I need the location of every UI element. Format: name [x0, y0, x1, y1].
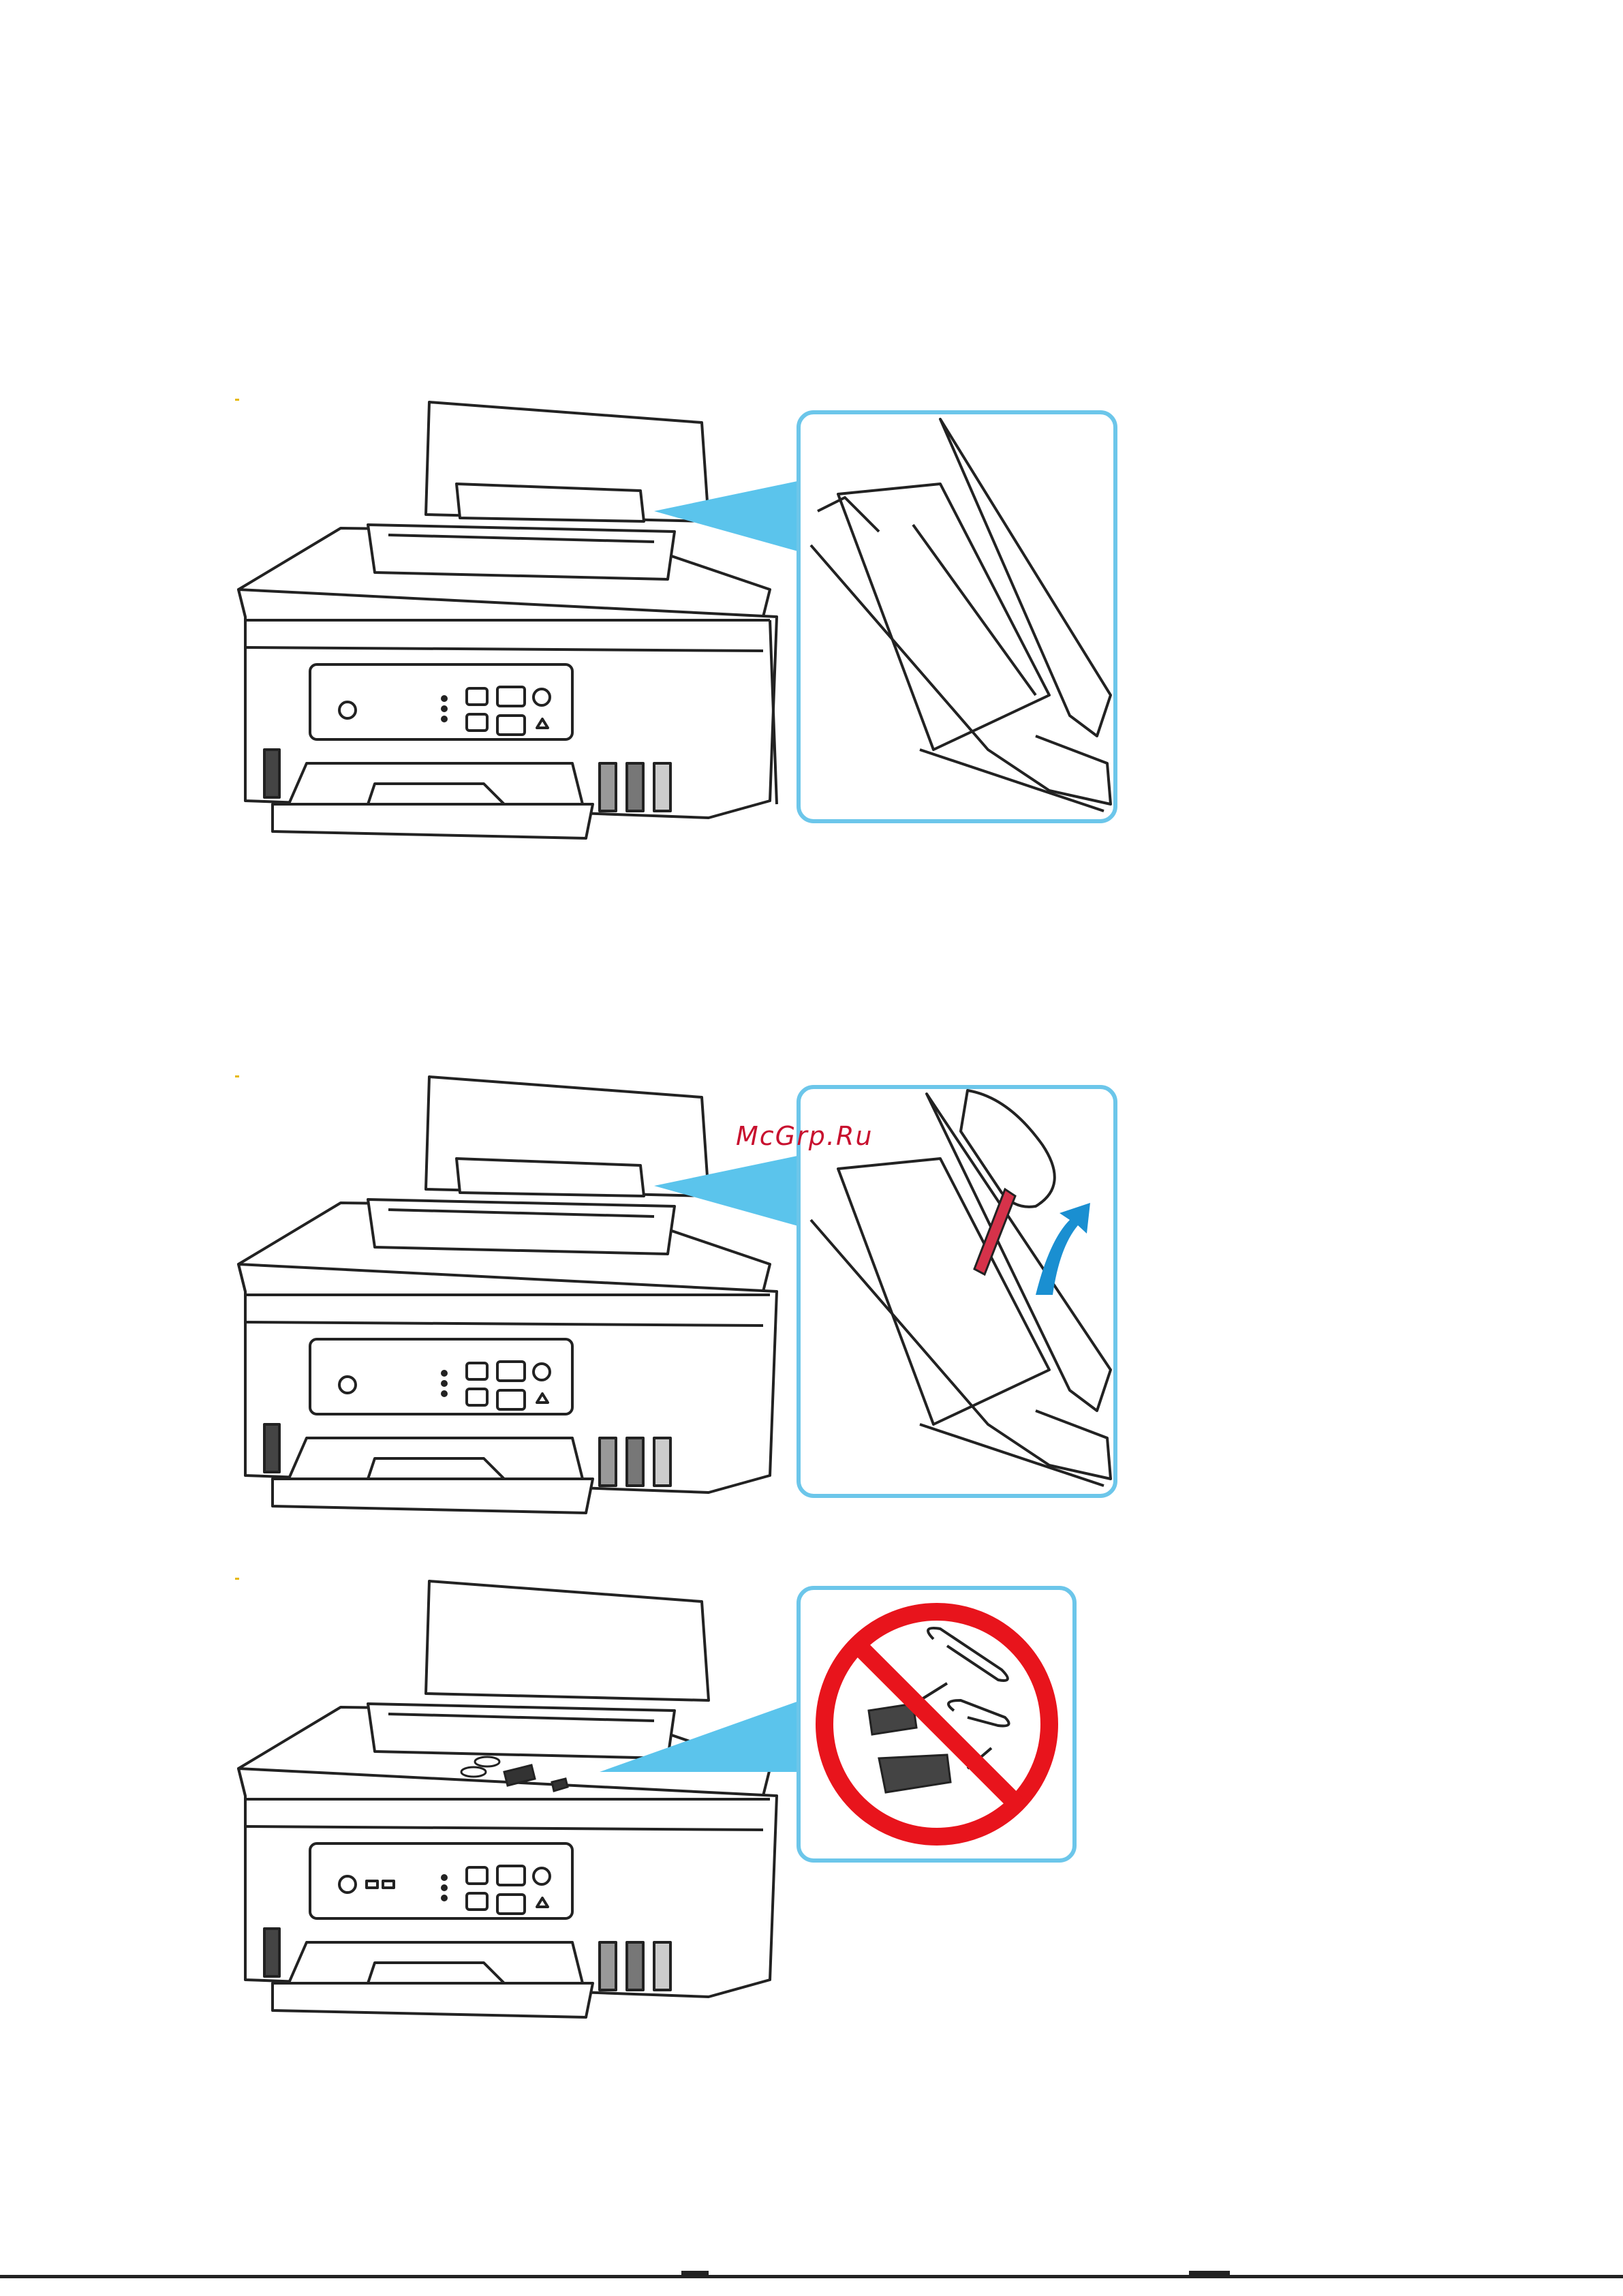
ink-tank-black — [264, 750, 279, 797]
watermark: McGrp.Ru — [736, 1121, 873, 1151]
ink-tank — [627, 1438, 643, 1486]
figure-2 — [232, 1070, 1131, 1547]
paper-support — [426, 1581, 709, 1700]
figure-3 — [232, 1574, 1131, 2051]
ink-tank — [654, 1942, 670, 1990]
ink-tank — [600, 1438, 616, 1486]
ink-tank — [654, 1438, 670, 1486]
footer-mark — [1189, 2271, 1230, 2276]
footer-rule — [0, 2275, 1623, 2278]
ink-tank — [600, 763, 616, 811]
figure-1 — [232, 395, 1131, 872]
footer-mark — [681, 2271, 709, 2276]
ink-tank — [627, 763, 643, 811]
no-clips-prohibition-sign — [824, 1612, 1049, 1837]
printer-illustration — [238, 402, 777, 838]
ink-tank — [627, 1942, 643, 1990]
ink-tank-black — [264, 1424, 279, 1472]
printer-illustration — [238, 1581, 777, 2017]
ink-tank — [654, 763, 670, 811]
ink-tank-black — [264, 1929, 279, 1976]
ink-tank — [600, 1942, 616, 1990]
printer-illustration — [238, 1077, 777, 1513]
